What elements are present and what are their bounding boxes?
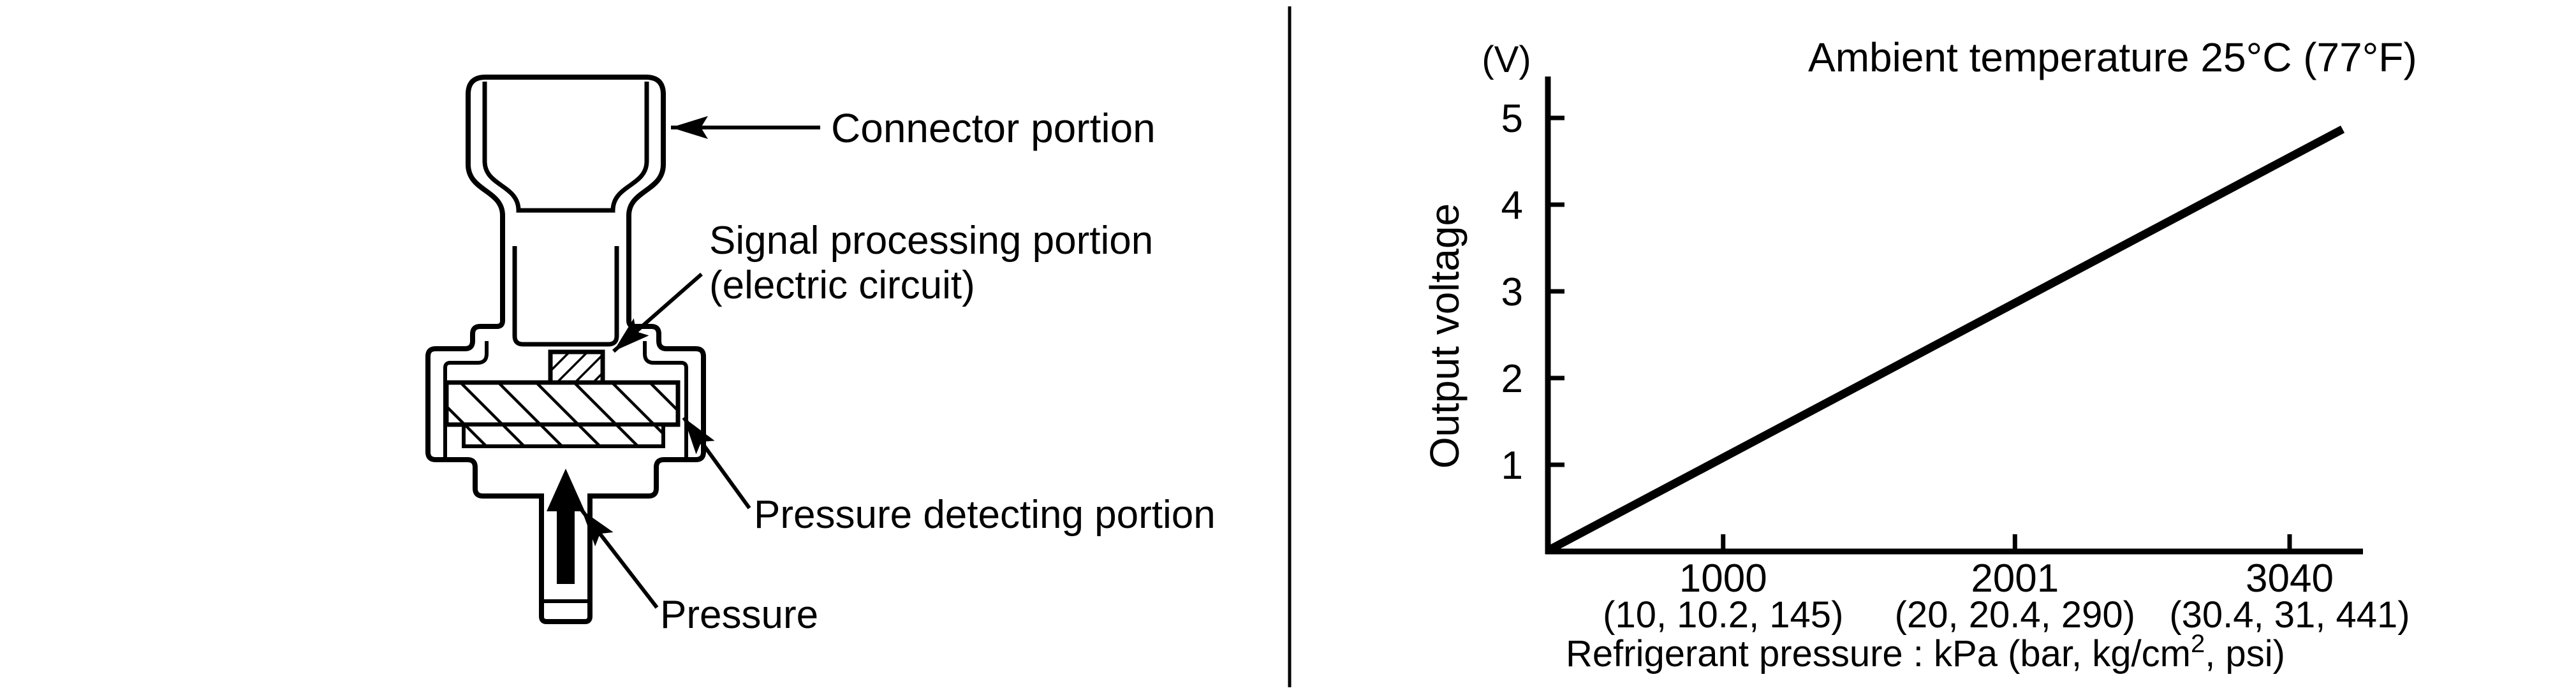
chart-plot-area: 1 2 3 4 5 1000(10, 10.2, 145) 2001(20, 20.4, 2…	[1501, 97, 2410, 636]
pressure-leader-arrow	[580, 509, 659, 609]
x-tick-label-alt-units: (10, 10.2, 145)	[1603, 594, 1843, 636]
output-voltage-chart: (V) Ambient temperature 25°C (77°F) Outp…	[1422, 34, 2417, 675]
pressure-detecting-label: Pressure detecting portion	[754, 493, 1216, 537]
pressure-flow-arrow-icon	[547, 469, 585, 584]
x-tick-label-kpa: 2001	[1971, 557, 2059, 601]
x-tick-label-alt-units: (20, 20.4, 290)	[1895, 594, 2135, 636]
y-tick-label: 2	[1501, 357, 1523, 401]
body-inner-wall-right	[643, 341, 688, 460]
pressure-label: Pressure	[660, 593, 818, 637]
y-tick-label: 5	[1501, 97, 1523, 141]
y-tick-label: 1	[1501, 444, 1523, 488]
y-tick-label: 3	[1501, 270, 1523, 314]
x-tick-label-alt-units: (30.4, 31, 441)	[2169, 594, 2410, 636]
y-axis-title: Output voltage	[1422, 203, 1468, 469]
connector-inner-window	[482, 82, 649, 213]
pressure-detecting-strip	[462, 423, 665, 448]
detecting-leader-arrow	[682, 416, 751, 509]
connector-portion-label: Connector portion	[831, 105, 1156, 151]
y-tick-label: 4	[1501, 184, 1523, 228]
chart-title: Ambient temperature 25°C (77°F)	[1808, 34, 2417, 80]
pressure-detecting-band	[444, 380, 681, 427]
x-axis-title: Refrigerant pressure : kPa (bar, kg/cm2,…	[1566, 630, 2285, 675]
signal-processing-label-line1: Signal processing portion	[709, 219, 1153, 263]
signal-leader-arrow	[612, 272, 703, 353]
signal-processing-label-line2: (electric circuit)	[709, 263, 975, 307]
voltage-line-series	[1547, 125, 2345, 554]
signal-processing-chip	[548, 349, 605, 385]
sensor-body-outline	[425, 75, 706, 624]
y-unit-label: (V)	[1482, 39, 1531, 80]
pressure-sensor-diagram: Connector portion Signal processing port…	[425, 75, 1216, 637]
x-tick-label-kpa: 3040	[2246, 557, 2334, 601]
body-inner-wall-left	[443, 341, 489, 460]
x-tick-label-kpa: 1000	[1679, 557, 1767, 601]
